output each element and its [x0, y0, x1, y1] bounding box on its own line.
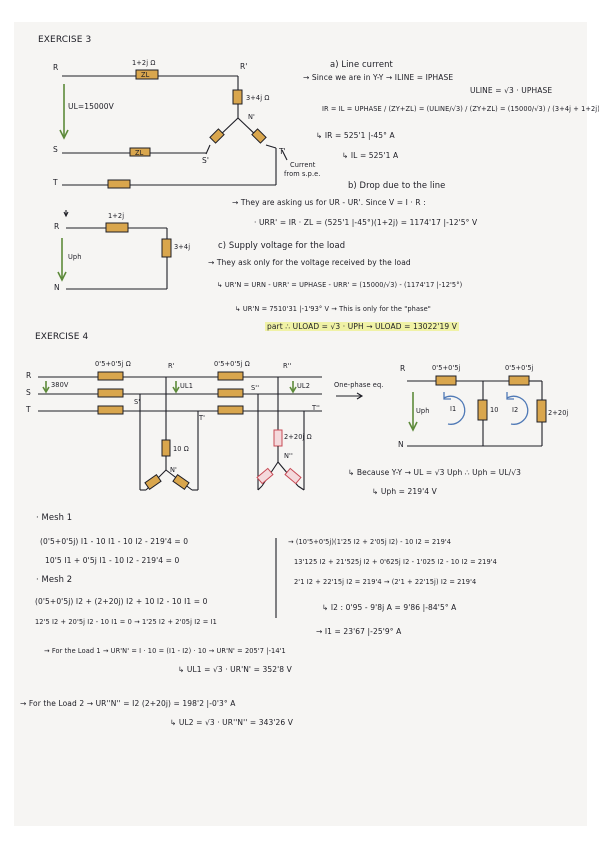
node-label: T — [53, 178, 58, 187]
node-label: T'' — [312, 404, 320, 412]
ex3-three-phase-circuit — [59, 69, 288, 189]
voltage-label: UL2 — [297, 382, 310, 390]
load-1-equation: → For the Load 1 → UR'N' = I · 10 = (I1 … — [44, 647, 286, 655]
part-c-note: → They ask only for the voltage received… — [208, 258, 411, 267]
node-label: S'' — [251, 384, 260, 392]
node-label: N' — [248, 113, 255, 121]
node-label: R — [26, 371, 32, 380]
note: ↳ Because Y-Y → UL = √3 Uph ∴ Uph = UL/√… — [348, 468, 522, 477]
node-label: R — [400, 364, 406, 373]
equation: ↳ UR'N = URN - URR' = UPHASE - URR' = (1… — [217, 281, 463, 289]
node-label: N — [398, 440, 404, 449]
node-label: R — [53, 63, 59, 72]
current-label: I1 — [450, 405, 457, 413]
equation: IR = IL = UPHASE / (ZY+ZL) = (ULINE/√3) … — [322, 105, 599, 113]
ex4-one-phase-equivalent — [275, 375, 547, 618]
load-impedance-r — [232, 89, 243, 105]
line-impedance-label: 0'5+0'5j Ω — [214, 360, 250, 368]
equation: 12'5 I2 + 20'5j I2 - 10 I1 = 0 → 1'25 I2… — [35, 618, 217, 626]
node-label: S — [53, 145, 58, 154]
impedance-label: 0'5+0'5j — [432, 364, 461, 372]
line-impedance-symbol: ZL — [141, 71, 150, 79]
impedance-label: 2+20j — [548, 409, 569, 417]
impedance-label: 2+20j Ω — [284, 433, 312, 441]
node-label: R — [54, 222, 60, 231]
highlighted-result: part ∴ ULOAD = √3 · UPH → ULOAD = 13022'… — [265, 322, 459, 331]
equation: 10'5 I1 + 0'5j I1 - 10 I2 - 219'4 = 0 — [45, 556, 180, 565]
node-label: N — [54, 283, 60, 292]
part-c-title: c) Supply voltage for the load — [218, 240, 346, 250]
impedance-label: 3+4j — [174, 243, 191, 251]
equation: → (10'5+0'5j)(1'25 I2 + 2'05j I2) - 10 I… — [288, 538, 452, 546]
part-b-note: → They are asking us for UR - UR'. Since… — [232, 198, 426, 207]
node-label: S' — [202, 156, 210, 165]
equation: 2'1 I2 + 22'15j I2 = 219'4 → (2'1 + 22'1… — [294, 578, 477, 586]
notebook-page — [14, 22, 587, 826]
ex3-phase-equivalent — [57, 210, 172, 290]
node-label: T — [26, 405, 31, 414]
current-label: I2 — [512, 406, 519, 414]
impedance-label: 1+2j — [108, 212, 125, 220]
load-impedance-label: 3+4j Ω — [246, 94, 270, 102]
line-impedance-symbol: ZL — [135, 149, 144, 157]
impedance-label: 10 Ω — [173, 445, 189, 453]
line-impedance-label: 1+2j Ω — [132, 59, 156, 67]
impedance-label: 10 — [490, 406, 499, 414]
equation: (0'5+0'5j) I1 - 10 I1 - 10 I2 - 219'4 = … — [40, 537, 189, 546]
line-voltage-label: UL=15000V — [68, 102, 114, 111]
mesh-2-title: · Mesh 2 — [36, 574, 73, 584]
equation: (0'5+0'5j) I2 + (2+20j) I2 + 10 I2 - 10 … — [35, 597, 208, 606]
voltage-label: UL1 — [180, 382, 193, 390]
mesh-1-title: · Mesh 1 — [36, 512, 73, 522]
equation: · URR' = IR · ZL = (525'1 |-45°)(1+2j) =… — [254, 218, 478, 227]
node-label: T' — [199, 414, 206, 422]
part-a-title: a) Line current — [330, 59, 393, 69]
current-note: Current — [290, 161, 316, 169]
load-2-result: ↳ UL2 = √3 · UR''N'' = 343'26 V — [170, 718, 294, 727]
note: ↳ Uph = 219'4 V — [372, 487, 437, 496]
node-label: R' — [240, 62, 248, 71]
part-a-note: ULINE = √3 · UPHASE — [470, 86, 553, 95]
node-label: N'' — [284, 452, 293, 460]
equation: → I1 = 23'67 |-25'9° A — [316, 627, 402, 636]
node-label: R' — [168, 362, 175, 370]
exercise-3-title: EXERCISE 3 — [38, 35, 92, 45]
ex4-three-phase-circuit — [38, 371, 364, 491]
node-label: T' — [279, 147, 286, 156]
voltage-label: 380V — [51, 381, 69, 389]
node-label: S — [26, 388, 31, 397]
equation: 13'125 I2 + 21'525j I2 + 0'625j I2 - 1'0… — [294, 558, 497, 566]
load-2-equation: → For the Load 2 → UR''N'' = I2 (2+20j) … — [20, 699, 236, 708]
equation: ↳ IR = 525'1 |-45° A — [316, 131, 395, 140]
voltage-label: Uph — [68, 253, 82, 261]
equation: ↳ I2 : 0'95 - 9'8j A = 9'86 |-84'5° A — [322, 603, 457, 612]
node-label: S' — [134, 398, 141, 406]
equation: ↳ UR'N = 7510'31 |-1'93° V → This is onl… — [235, 305, 431, 313]
node-label: R'' — [283, 362, 292, 370]
load-1-result: ↳ UL1 = √3 · UR'N' = 352'8 V — [178, 665, 292, 674]
line-impedance-label: 0'5+0'5j Ω — [95, 360, 131, 368]
equivalent-note: One-phase eq. — [334, 381, 384, 389]
impedance-label: 0'5+0'5j — [505, 364, 534, 372]
exercise-4-title: EXERCISE 4 — [35, 332, 89, 342]
part-b-title: b) Drop due to the line — [348, 180, 446, 190]
equation: ↳ IL = 525'1 A — [342, 151, 399, 160]
part-a-note: → Since we are in Y-Y → ILINE = IPHASE — [303, 73, 454, 82]
current-note: from s.p.e. — [284, 170, 321, 178]
node-label: N' — [170, 466, 177, 474]
voltage-label: Uph — [416, 407, 430, 415]
